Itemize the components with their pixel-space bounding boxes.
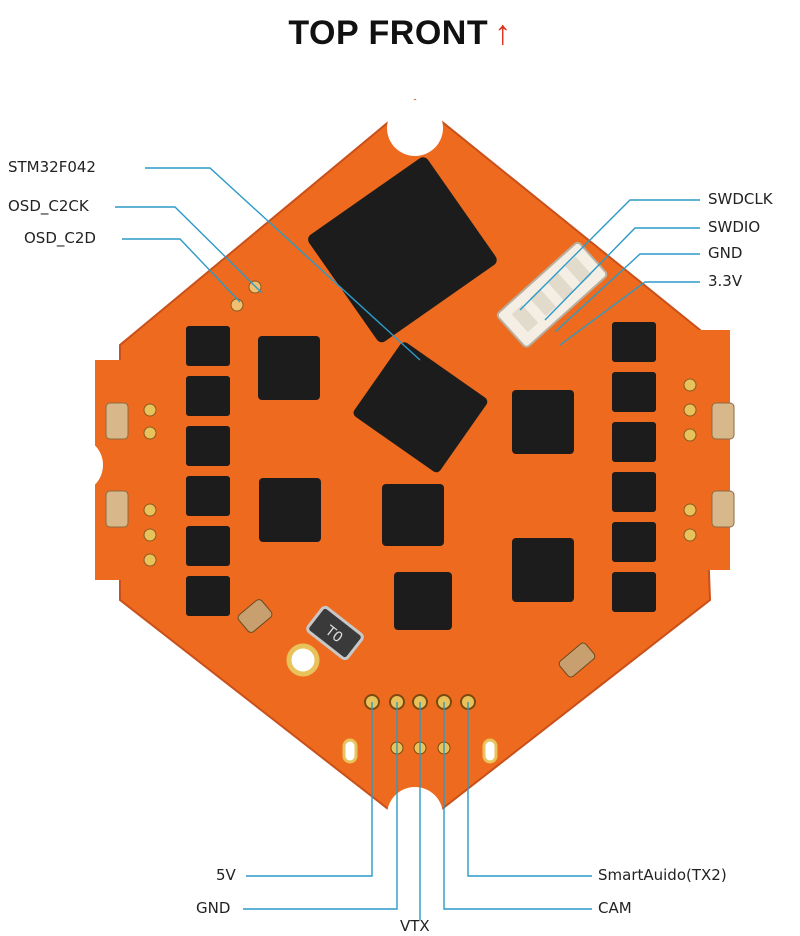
label-swdio: SWDIO (708, 218, 761, 236)
up-arrow-icon: ↑ (494, 14, 512, 52)
stm32f042-chip (353, 342, 488, 473)
esc-driver-chip (382, 484, 444, 546)
esc-driver-chip (259, 478, 321, 542)
label-vtx: VTX (400, 917, 430, 935)
label-cam: CAM (598, 899, 632, 917)
diagram-title: TOP FRONT↑ (0, 14, 800, 53)
mosfet-columns (186, 322, 656, 616)
esc-driver-chip (512, 390, 574, 454)
label-gnd-right: GND (708, 244, 743, 262)
label-stm32f042: STM32F042 (8, 158, 96, 176)
label-smartaudio: SmartAuido(TX2) (598, 866, 727, 884)
resistor-t0: T0 (306, 605, 364, 661)
label-5v: 5V (216, 866, 236, 884)
label-3v3: 3.3V (708, 272, 743, 290)
osd-mcu-chip (308, 157, 497, 343)
title-text: TOP FRONT (288, 14, 489, 52)
label-swdclk: SWDCLK (708, 190, 773, 208)
esc-driver-chip (258, 336, 320, 400)
chips (258, 157, 574, 630)
motor-pads (105, 378, 735, 678)
label-gnd-bottom: GND (196, 899, 231, 917)
esc-driver-chip (512, 538, 574, 602)
swd-connector (496, 241, 608, 348)
label-osd-c2ck: OSD_C2CK (8, 197, 89, 215)
label-osd-c2d: OSD_C2D (24, 229, 96, 247)
leader-lines (115, 167, 700, 920)
esc-driver-chip (394, 572, 452, 630)
